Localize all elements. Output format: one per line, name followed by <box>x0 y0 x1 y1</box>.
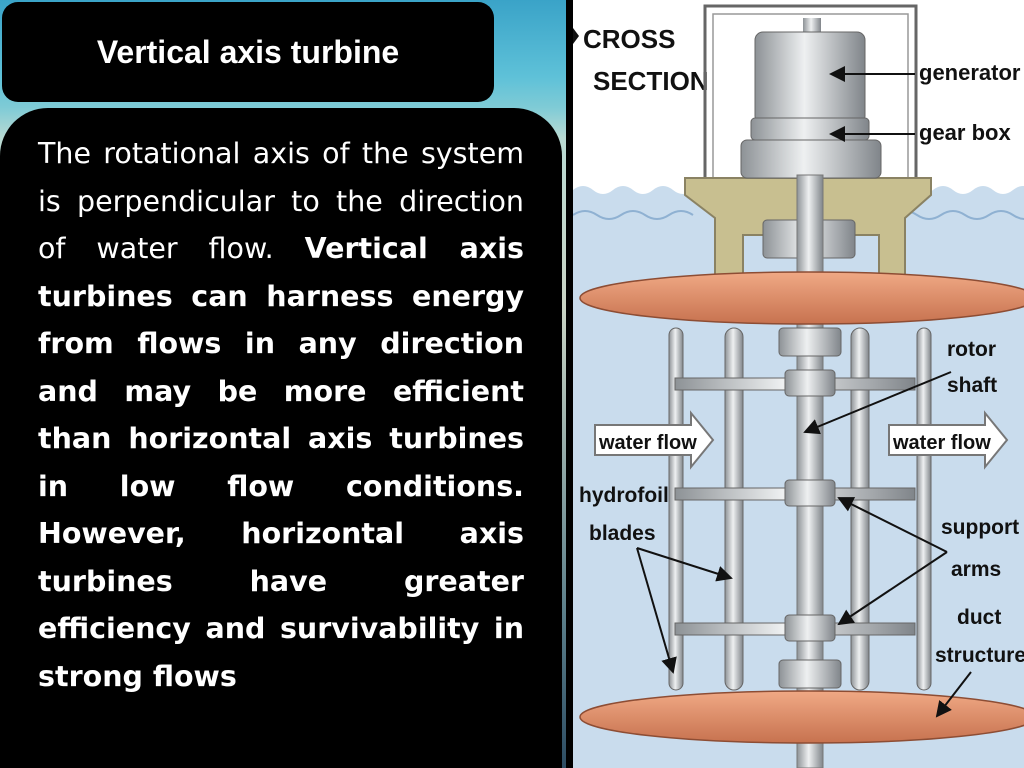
wave-line <box>573 210 1024 220</box>
water-flow-arrow-right <box>888 410 1009 470</box>
cross-section-diagram: CROSS SECTION water flow water flow gene… <box>573 0 1024 768</box>
gear-box-body <box>750 117 870 141</box>
hydrofoil-blade <box>724 327 744 691</box>
rotor-shaft-leader <box>803 371 952 435</box>
hydrofoil-leader <box>636 547 677 674</box>
rotor-shaft-label-2: shaft <box>947 374 997 397</box>
hydrofoil-label-2: blades <box>589 522 656 545</box>
body-text-box: The rotational axis of the system is per… <box>0 108 562 768</box>
duct-structure-label-2: structure <box>935 644 1024 667</box>
support-arms-label-1: support <box>941 516 1019 539</box>
support-arms-leader <box>837 497 948 553</box>
body-paragraph: The rotational axis of the system is per… <box>38 130 524 700</box>
shaft-hub <box>784 369 836 397</box>
body-regular-text: The rotational axis of the system is per… <box>38 137 524 265</box>
generator-cap <box>803 18 821 34</box>
duct-structure-leader <box>935 671 972 718</box>
body-bold-text: Vertical axis turbines can harness energ… <box>38 232 524 693</box>
heading-line-2: SECTION <box>593 66 709 96</box>
heading-marker-icon <box>573 28 579 44</box>
hydrofoil-label-1: hydrofoil <box>579 484 669 507</box>
upper-duct <box>579 271 1024 325</box>
panel-divider <box>566 0 573 768</box>
title-box: Vertical axis turbine <box>2 2 494 102</box>
shaft-hub <box>778 327 842 357</box>
water-flow-label-left: water flow <box>598 432 697 454</box>
water-flow-arrow-left <box>594 410 715 470</box>
water-flow-label-right: water flow <box>892 432 991 454</box>
hydrofoil-blade <box>668 327 684 691</box>
hydrofoil-leader <box>636 547 733 582</box>
cover-frame-inner <box>712 13 909 180</box>
heading-line-1: CROSS <box>583 24 675 54</box>
generator-label: generator <box>919 60 1021 85</box>
lower-duct <box>579 690 1024 744</box>
duct-structure-label-1: duct <box>957 606 1001 629</box>
shaft-hub <box>778 659 842 689</box>
cover-frame <box>703 4 918 180</box>
gear-box-base <box>740 139 882 179</box>
support-arms-label-2: arms <box>951 558 1001 581</box>
rotor-shaft-label-1: rotor <box>947 338 996 361</box>
gear-box-label: gear box <box>919 120 1011 145</box>
shaft-hub <box>784 479 836 507</box>
shaft-hub <box>784 614 836 642</box>
slide-title: Vertical axis turbine <box>96 33 400 70</box>
support-arms-leader <box>837 551 948 626</box>
generator-body <box>754 31 866 125</box>
hydrofoil-blade <box>916 327 932 691</box>
